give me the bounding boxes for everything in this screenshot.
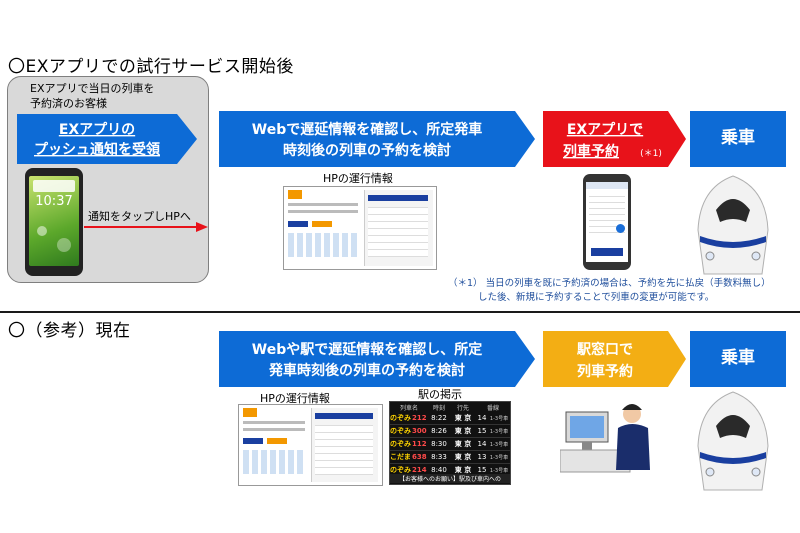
board-cell-track: 13 [477, 453, 487, 461]
web-step-line1: Webで遅延情報を確認し、所定発車 [252, 121, 482, 138]
board-cell-cars: 1-3号車 [489, 428, 509, 435]
hp-caption: HPの運行情報 [323, 172, 393, 185]
push-notification-arrow: EXアプリの プッシュ通知を受領 [17, 114, 197, 164]
ticket-counter-clerk-icon [560, 404, 650, 473]
section1-title: 〇EXアプリでの試行サービス開始後 [8, 57, 294, 77]
web-check-arrow: Webで遅延情報を確認し、所定発車 時刻後の列車の予約を検討 [219, 111, 535, 167]
board-cell-track: 14 [477, 440, 487, 448]
web-step-line2: 時刻後の列車の予約を検討 [283, 142, 451, 159]
boarding-step-1: 乗車 [690, 111, 786, 167]
board-cell-time: 8:30 [431, 440, 447, 448]
board-cell-time: 8:33 [431, 453, 447, 461]
ex-step-line1: EXアプリで [567, 122, 643, 138]
ex-step-line2: 列車予約 [563, 143, 619, 160]
board-cell-track: 15 [477, 466, 487, 474]
hp-caption-2: HPの運行情報 [260, 392, 330, 405]
board-cell-name: のぞみ [390, 440, 411, 448]
board-cell-no: 214 [412, 466, 427, 474]
board-cell-name: のぞみ [390, 466, 411, 474]
board-cell-no: 112 [412, 440, 427, 448]
ex-app-phone-image [583, 174, 631, 270]
board-cell-dest: 東 京 [454, 427, 472, 435]
web-station-check-arrow: Webや駅で遅延情報を確認し、所定 発車時刻後の列車の予約を検討 [219, 331, 535, 387]
board-cell-name: のぞみ [390, 414, 411, 422]
hp-operation-info-screenshot-2 [238, 404, 383, 486]
board-cell-track: 14 [477, 414, 487, 422]
board-cell-no: 212 [412, 414, 427, 422]
smartphone-image: 10:37 [25, 168, 83, 276]
board-cell-no: 300 [412, 427, 427, 435]
counter-step-line2: 列車予約 [577, 363, 633, 380]
tap-label: 通知をタップしHPへ [88, 210, 191, 223]
board-cell-track: 15 [477, 427, 487, 435]
board-cell-no: 638 [412, 453, 427, 461]
board-cell-time: 8:26 [431, 427, 447, 435]
board-cell-time: 8:22 [431, 414, 447, 422]
board-cell-name: こだま [390, 453, 411, 461]
counter-reservation-arrow: 駅窓口で 列車予約 [543, 331, 686, 387]
board-header: 列車名 時刻 行先 番線 [399, 405, 499, 412]
board-cell-time: 8:40 [431, 466, 447, 474]
board-cell-cars: 1-3号車 [489, 467, 509, 474]
hp-operation-info-screenshot [283, 186, 437, 270]
section2-title: 〇（参考）現在 [8, 321, 131, 341]
board-cell-name: のぞみ [390, 427, 411, 435]
ex-app-reservation-arrow: EXアプリで 列車予約 (＊1) [543, 111, 686, 167]
section-divider [0, 311, 800, 313]
ex-step-note-mark: (＊1) [640, 149, 662, 159]
push-step-line1: EXアプリの [59, 122, 135, 138]
shinkansen-train-icon-2 [697, 391, 769, 491]
board-cell-dest: 東 京 [454, 466, 472, 474]
board-cell-dest: 東 京 [454, 453, 472, 461]
station-board-caption: 駅の掲示 [418, 388, 462, 401]
push-step-line2: プッシュ通知を受領 [34, 141, 161, 158]
board-cell-cars: 1-3号車 [489, 454, 509, 461]
web-station-step-line2: 発車時刻後の列車の予約を検討 [268, 362, 465, 379]
phone-clock: 10:37 [35, 194, 73, 209]
red-arrow-icon [84, 222, 208, 232]
footnote: （＊1） 当日の列車を既に予約済の場合は、予約を先に払戻（手数料無し） した後、… [448, 278, 771, 303]
board-cell-dest: 東 京 [454, 414, 472, 422]
board-cell-dest: 東 京 [454, 440, 472, 448]
customer-label: EXアプリで当日の列車を 予約済のお客様 [30, 82, 155, 110]
counter-step-line1: 駅窓口で [577, 341, 633, 358]
board-footer: 【お客様へのお願い】駅及び車内への [390, 474, 510, 483]
board-cell-cars: 1-3号車 [489, 415, 509, 422]
boarding-step-2: 乗車 [690, 331, 786, 387]
shinkansen-train-icon [697, 175, 769, 275]
web-station-step-line1: Webや駅で遅延情報を確認し、所定 [252, 341, 482, 358]
board-cell-cars: 1-3号車 [489, 441, 509, 448]
